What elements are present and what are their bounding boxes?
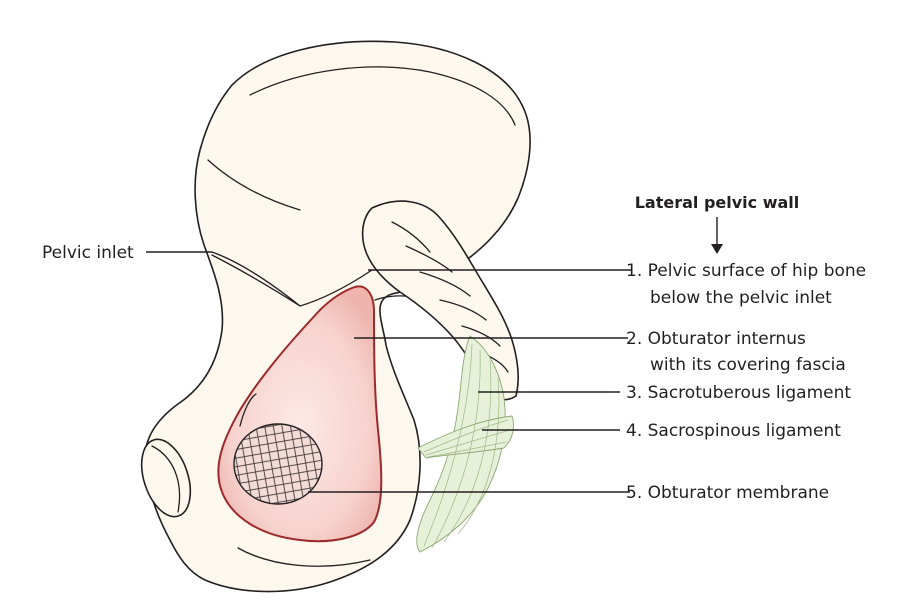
ligament-fiber [443,359,492,543]
pubic-symphysis-rim [151,445,181,513]
sacral-segment-3 [419,271,471,297]
iliac-crest-rim [249,66,516,126]
obturator-membrane-edge [239,393,257,427]
ligament-fiber [431,349,481,549]
leader-lines [146,217,723,493]
ligament-fiber [457,377,500,535]
leader-pelvic-inlet-curve [211,251,301,307]
ligament-fiber [427,441,507,458]
ligaments [416,335,515,553]
sacrospinous-ligament [417,415,515,459]
obturator-region [217,285,383,543]
sacral-segment-1 [391,221,431,253]
ligament-fiber [423,419,509,453]
pelvic-inlet-label: Pelvic inlet [42,243,134,263]
header-label: Lateral pelvic wall [635,193,800,212]
obturator-membrane-mesh [234,424,322,504]
label-1-line2: below the pelvic inlet [650,288,832,308]
label-2-line2: with its covering fascia [650,355,846,375]
label-3: 3. Sacrotuberous ligament [626,383,851,403]
pubic-symphysis [140,438,192,518]
labels: Lateral pelvic wall Pelvic inlet 1. Pelv… [42,193,866,503]
ligament-fiber [425,429,511,456]
label-5: 5. Obturator membrane [626,483,829,503]
label-4: 4. Sacrospinous ligament [626,421,841,441]
label-2-line1: 2. Obturator internus [626,329,806,349]
label-1-line1: 1. Pelvic surface of hip bone [626,261,866,281]
header-arrow-head [711,244,723,254]
sacral-segment-4 [439,299,487,321]
coccyx-segment-1 [461,325,501,347]
ischial-ramus-line [237,547,371,567]
iliac-fossa-contour [207,159,301,211]
